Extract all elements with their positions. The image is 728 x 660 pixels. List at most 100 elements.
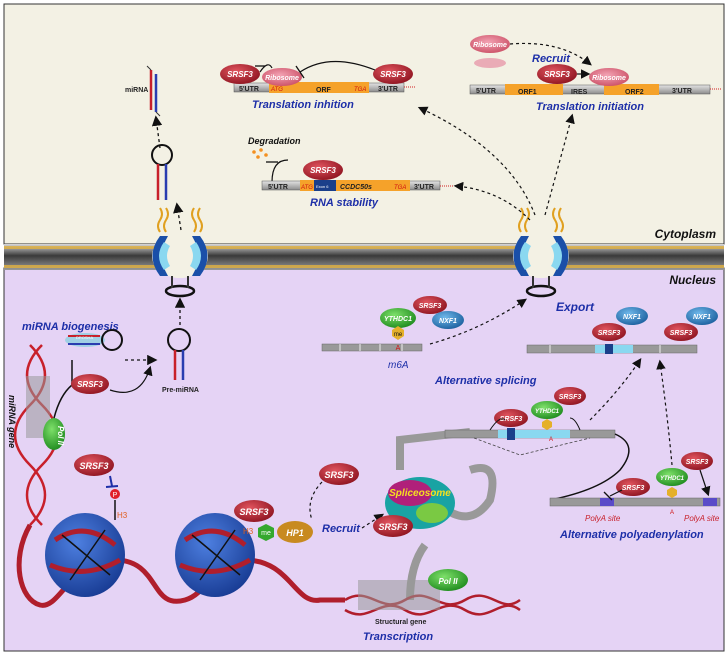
pol-ii-mirna-label: Pol II: [56, 426, 65, 446]
hp1: [277, 521, 313, 543]
structural-gene-box: [358, 580, 440, 610]
ythdc1-export: [380, 308, 416, 328]
nxf1-right-2: [686, 307, 718, 325]
alternative-polyadenylation-label: Alternative polyadenylation: [559, 529, 704, 541]
orf2-label: ORF2: [625, 89, 644, 96]
srsf3-nxf-1: [592, 323, 626, 341]
utr3-label-2: 3'UTR: [672, 88, 692, 95]
a-splice-label: A: [549, 437, 553, 443]
polya-site-2-label: PolyA site: [684, 514, 720, 523]
srsf3-histone-right-label: SRSF3: [239, 507, 268, 517]
srsf3-spliceosome: [373, 515, 413, 537]
h3-right-label: H3: [243, 527, 254, 536]
me-hexagon-chromatin: [258, 524, 274, 541]
h3-left-label: H3: [117, 511, 128, 520]
structural-gene-label: Structural gene: [375, 619, 426, 626]
nuclear-pore-left: [152, 207, 208, 298]
srsf3-export-label: SRSF3: [419, 303, 442, 310]
mirna-label: miRNA: [125, 87, 148, 94]
srsf3-ti-right: [373, 64, 413, 84]
tga-label-3: TGA: [394, 185, 406, 191]
mirna-gene-label: miRNA gene: [7, 395, 17, 448]
srsf3-mirna-label: SRSF3: [77, 380, 103, 389]
srsf3-tinit-label: SRSF3: [544, 70, 570, 79]
ribosome-top-left: [262, 68, 302, 86]
ythdc1-splice-label: YTHDC1: [535, 409, 560, 415]
mirna-duplex: miRNA: [125, 65, 161, 117]
srsf3-polya-2-label: SRSF3: [686, 459, 709, 466]
polya-to-export-arrow: [656, 359, 673, 466]
transcription-label: Transcription: [363, 631, 433, 643]
spliceosome: Spliceosome: [385, 477, 455, 529]
srsf3-nxf-1-label: SRSF3: [598, 330, 621, 337]
nuclear-membrane: [4, 244, 724, 270]
ythdc1-polya-label: YTHDC1: [660, 476, 685, 482]
tga-label-1: TGA: [354, 87, 366, 93]
srsf3-splice-1: [494, 409, 528, 427]
nxf1-right-2-label: NXF1: [693, 314, 711, 321]
export-label: Export: [556, 300, 595, 314]
cytoplasm-label: Cytoplasm: [655, 227, 717, 241]
atg-label-1: ATG: [270, 87, 283, 93]
pol-ii-mirna: Pol II: [43, 418, 65, 450]
chromatin-strand: [16, 523, 345, 608]
ythdc1-polya: [656, 468, 688, 486]
ribosome-label-1: Ribosome: [265, 75, 299, 82]
nxf1-export-label: NXF1: [439, 318, 457, 325]
srsf3-polya-1-label: SRSF3: [622, 485, 645, 492]
a-export-label: A: [396, 345, 401, 352]
alternative-splicing-label: Alternative splicing: [434, 375, 537, 387]
m6a-export: YTHDC1 me A SRSF3 NXF1 m6A: [321, 296, 527, 371]
translation-inhibition: 5'UTR ATG ORF TGA 3'UTR Ribosome SRSF3 S…: [220, 60, 416, 111]
nucleus-label: Nucleus: [669, 273, 716, 287]
utr5-label-1: 5'UTR: [239, 86, 259, 93]
srsf3-inhibits-p: [109, 475, 113, 487]
recruit-mid-label: Recruit: [322, 523, 361, 535]
srsf3-splice-2: [554, 387, 586, 405]
rna-stability-label: RNA stability: [310, 197, 379, 209]
srsf3-histone-left-label: SRSF3: [79, 461, 108, 471]
pri-mirna-hairpin: DROSHA: [65, 329, 123, 351]
me-chromatin-label: me: [261, 530, 271, 537]
ythdc1-export-label: YTHDC1: [384, 316, 412, 323]
nuclear-pore-right: [513, 207, 569, 298]
ires-label: IRES: [571, 89, 588, 96]
srsf3-ti-right-label: SRSF3: [380, 70, 406, 79]
srsf3-splice-1-label: SRSF3: [500, 416, 523, 423]
utr3-label-1: 3'UTR: [378, 86, 398, 93]
ythdc1-splice: [531, 401, 563, 419]
translation-inhibition-label: Translation inhition: [252, 99, 354, 111]
translation-initiation: Ribosome Recruit 5'UTR ORF1 IRES ORF2 3'…: [469, 35, 722, 113]
pre-mirna-label: Pre-miRNA: [162, 387, 199, 394]
m6a-label: m6A: [388, 360, 409, 371]
nucleosome-right: [175, 513, 255, 597]
nxf1-right-1-label: NXF1: [623, 314, 641, 321]
srsf3-polya-2: [681, 452, 713, 470]
ribosome-label-2: Ribosome: [473, 42, 507, 49]
srsf3-recruit: [319, 463, 359, 485]
srsf3-ti-left: [220, 64, 260, 84]
mirna-biogenesis-label: miRNA biogenesis: [22, 321, 119, 333]
srsf3-histone-right: [234, 500, 274, 522]
nxf1-export: [432, 311, 464, 329]
srsf3-stability: [303, 160, 343, 180]
pol-ii-structural-label: Pol II: [438, 577, 458, 586]
ribosome-ires: [589, 68, 629, 86]
srsf3-ti-left-label: SRSF3: [227, 70, 253, 79]
a-polya-label: A: [670, 510, 674, 516]
srsf3-recruit-label: SRSF3: [324, 470, 353, 480]
alt-polya-mrna: SRSF3 YTHDC1 A SRSF3 PolyA site PolyA si…: [549, 452, 721, 523]
me-export-label: me: [394, 332, 403, 338]
nxf1-right-1: [616, 307, 648, 325]
srsf3-splice-2-label: SRSF3: [559, 394, 582, 401]
srsf3-export: [413, 296, 447, 314]
translation-initiation-label: Translation initiation: [536, 101, 644, 113]
cytoplasm-region: [3, 3, 725, 245]
rna-stability: Degradation SRSF3 5'UTR ATG Exon 6 CCDC5…: [248, 136, 454, 209]
p-label: P: [113, 492, 118, 499]
arrow-pre-to-mirna: [151, 115, 163, 149]
drosha-label: DROSHA: [76, 335, 93, 340]
orf-label: ORF: [316, 87, 332, 94]
srsf3-stability-label: SRSF3: [310, 166, 336, 175]
